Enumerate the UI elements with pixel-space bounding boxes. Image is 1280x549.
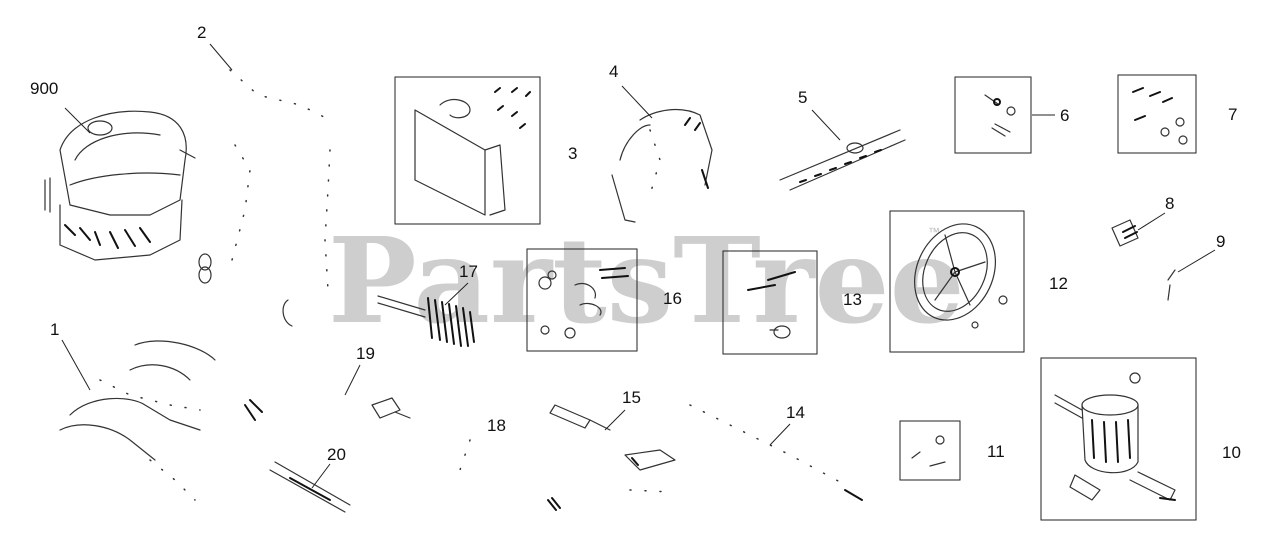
part-fitting-18[interactable] (459, 439, 561, 511)
part-hardware-scatter[interactable] (198, 69, 331, 327)
part-spray-gun-15[interactable] (549, 404, 676, 493)
callout-6: 6 (1060, 106, 1069, 125)
callout-14: 14 (786, 403, 805, 422)
callout-9: 9 (1216, 232, 1225, 251)
part-spring-rod[interactable] (779, 129, 906, 191)
part-handle-bracket[interactable] (611, 109, 713, 223)
callout-12: 12 (1049, 274, 1068, 293)
callout-7: 7 (1228, 105, 1237, 124)
part-hardware-kit-16[interactable] (526, 248, 638, 352)
callout-19: 19 (356, 344, 375, 363)
callout-1: 1 (50, 320, 59, 339)
part-fastener-kit-6[interactable] (954, 76, 1032, 154)
callout-13: 13 (843, 290, 862, 309)
callout-5: 5 (798, 88, 807, 107)
callout-8: 8 (1165, 194, 1174, 213)
part-wand-20[interactable] (269, 461, 351, 513)
callout-2: 2 (197, 23, 206, 42)
part-hardware-kit-11[interactable] (899, 420, 961, 481)
part-manual-kit[interactable] (394, 76, 541, 225)
callout-11: 11 (987, 442, 1005, 461)
part-brush-17[interactable] (377, 295, 475, 347)
callout-10: 10 (1222, 443, 1241, 462)
callout-3: 3 (568, 144, 577, 163)
callout-17: 17 (459, 262, 478, 281)
part-screw-set-7[interactable] (1117, 74, 1197, 154)
part-hardware-kit-13[interactable] (722, 250, 818, 355)
callout-15: 15 (622, 388, 641, 407)
callout-16: 16 (663, 289, 682, 308)
callout-18: 18 (487, 416, 506, 435)
callout-900: 900 (30, 79, 58, 98)
callout-20: 20 (327, 445, 346, 464)
part-engine-illustration[interactable] (44, 110, 196, 261)
part-frame-1[interactable] (59, 340, 263, 501)
part-nozzle-19[interactable] (371, 397, 411, 419)
watermark-trademark: ™ (928, 225, 940, 239)
callout-4: 4 (609, 62, 618, 81)
part-hose-14[interactable] (689, 404, 863, 501)
part-wheel-kit[interactable] (889, 210, 1025, 353)
part-pin-9[interactable] (1167, 269, 1176, 301)
part-fitting-8[interactable] (1111, 219, 1139, 247)
part-pump-assembly[interactable] (1040, 357, 1197, 521)
partstree-watermark: PartsTree (328, 211, 965, 350)
